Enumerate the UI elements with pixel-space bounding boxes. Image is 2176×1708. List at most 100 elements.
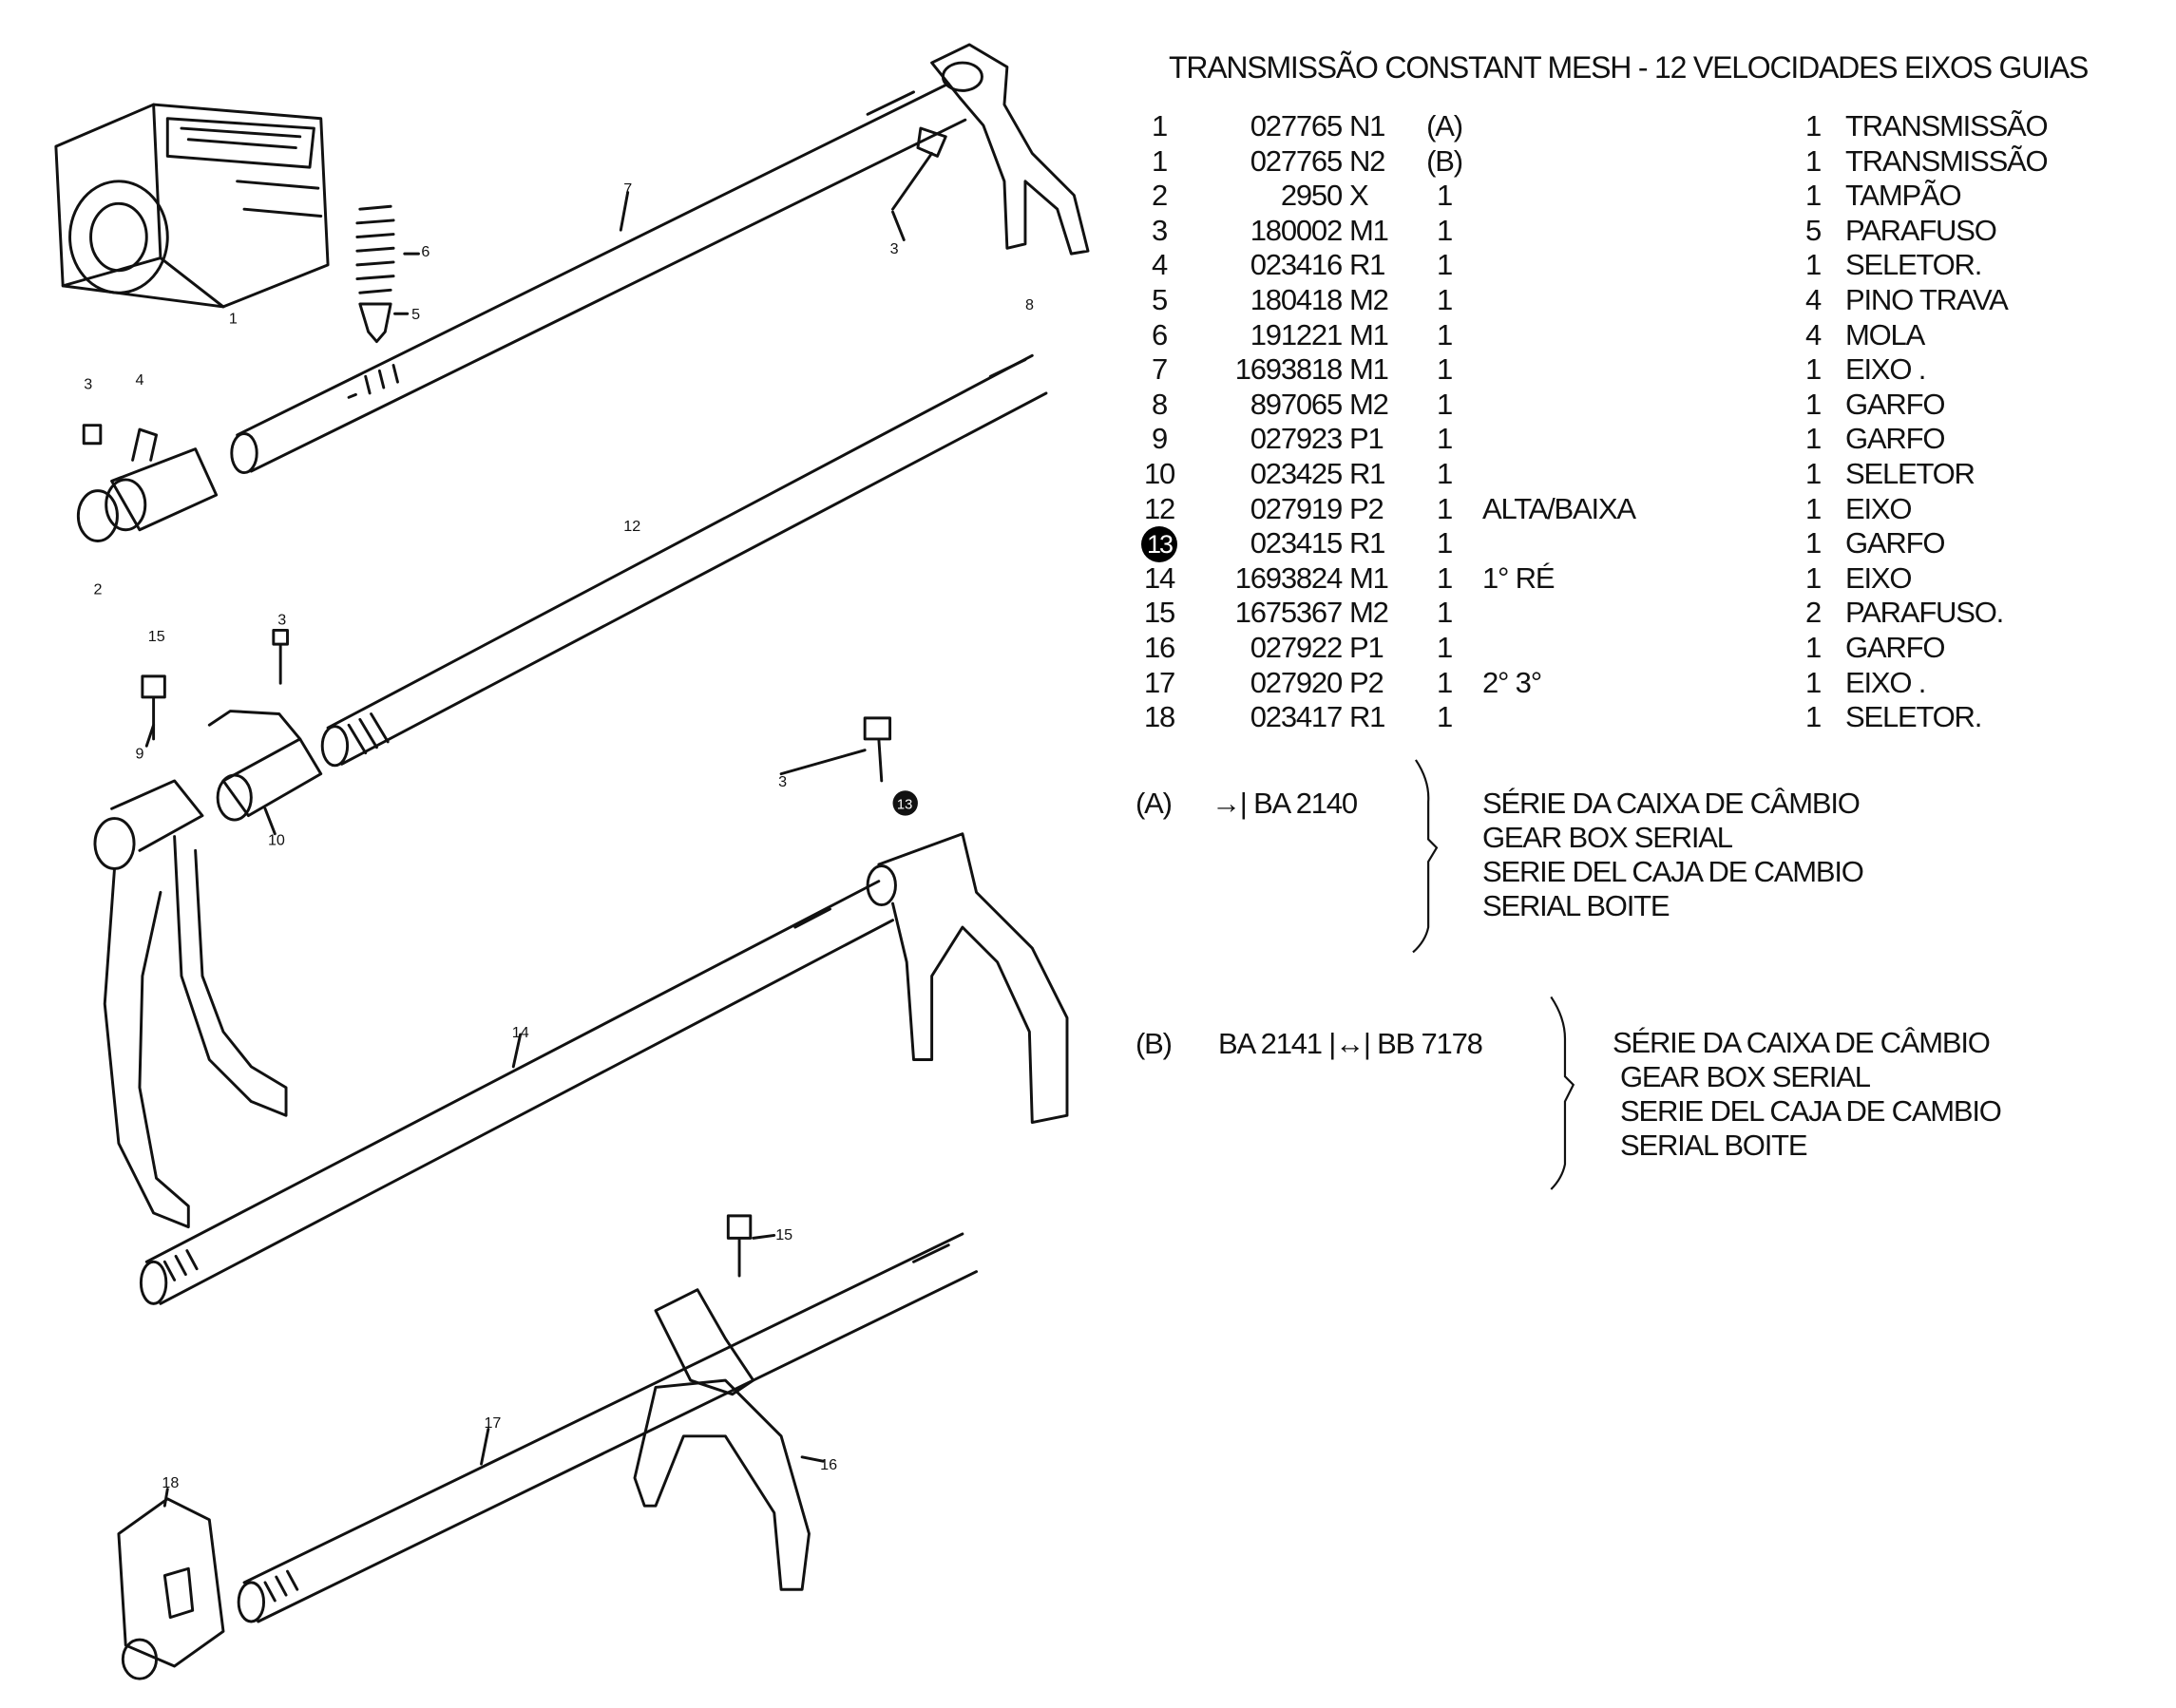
- callout-label: 8: [1025, 296, 1034, 313]
- parts-cell-desc: MOLA: [1845, 317, 1925, 351]
- footnote-line: SÉRIE DA CAIXA DE CÂMBIO: [1613, 1026, 1991, 1059]
- footnote-line: SERIE DEL CAJA DE CAMBIO: [1620, 1094, 2002, 1128]
- parts-cell-qty: 1: [1436, 317, 1453, 351]
- callout-label: 3: [890, 240, 899, 257]
- parts-cell-item: 13: [1140, 526, 1178, 563]
- spring-and-pin: [355, 204, 395, 344]
- selector-10: [207, 628, 323, 822]
- parts-cell-suffix: X: [1349, 179, 1369, 213]
- parts-cell-part: 023425: [1250, 457, 1343, 490]
- parts-cell-desc: TAMPÃO: [1845, 179, 1962, 213]
- parts-cell-item: 1: [1151, 143, 1168, 178]
- parts-cell-item: 9: [1151, 422, 1168, 456]
- footnote-line: SERIE DEL CAJA DE CAMBIO: [1482, 855, 1864, 888]
- parts-cell-part: 191221: [1250, 317, 1343, 351]
- parts-cell-item: 12: [1143, 491, 1175, 525]
- parts-cell-item: 6: [1151, 317, 1168, 351]
- footnote-line: SÉRIE DA CAIXA DE CÂMBIO: [1482, 787, 1861, 820]
- parts-cell-qty: 1: [1436, 283, 1453, 316]
- parts-cell-item: 1: [1151, 109, 1168, 142]
- parts-cell-part: 027923: [1250, 422, 1343, 456]
- parts-cell-item: 3: [1151, 213, 1168, 247]
- parts-cell-suffix: M1: [1349, 560, 1389, 595]
- parts-cell-qty2: 1: [1804, 700, 1822, 734]
- parts-cell-item: 2: [1151, 179, 1168, 213]
- parts-cell-item: 4: [1151, 248, 1168, 282]
- parts-cell-qty: 1: [1436, 560, 1453, 595]
- parts-cell-suffix: R1: [1349, 248, 1385, 282]
- parts-cell-item: 7: [1151, 352, 1168, 387]
- parts-cell-desc: EIXO .: [1845, 665, 1926, 699]
- parts-cell-part: 027765: [1250, 143, 1343, 178]
- parts-cell-item: 18: [1143, 700, 1175, 734]
- parts-cell-part: 027922: [1250, 631, 1343, 664]
- shaft-12: [320, 353, 1048, 768]
- callout-label: 14: [512, 1024, 529, 1041]
- parts-cell-suffix: M2: [1349, 387, 1389, 421]
- parts-cell-desc: GARFO: [1845, 631, 1945, 664]
- highlight-marker-13: [892, 790, 918, 816]
- parts-cell-desc: EIXO: [1845, 560, 1912, 595]
- callout-label: 10: [268, 831, 285, 848]
- parts-cell-suffix: R1: [1349, 700, 1385, 734]
- parts-cell-part: 023417: [1250, 700, 1343, 734]
- parts-cell-desc: PINO TRAVA: [1845, 283, 2009, 316]
- parts-cell-suffix: P1: [1349, 422, 1384, 456]
- parts-cell-suffix: N2: [1349, 143, 1385, 178]
- parts-cell-part: 2950: [1280, 179, 1343, 213]
- callout-label: 3: [778, 773, 787, 790]
- parts-cell-qty: 1: [1436, 422, 1453, 456]
- callout-label: 17: [484, 1414, 501, 1432]
- parts-cell-qty2: 1: [1804, 352, 1822, 387]
- leader-lines: [144, 191, 906, 1508]
- parts-cell-qty: 1: [1436, 213, 1453, 247]
- parts-cell-qty: 1: [1436, 631, 1453, 664]
- parts-cell-qty: (B): [1426, 143, 1463, 178]
- callout-label: 16: [820, 1456, 837, 1473]
- parts-cell-qty2: 1: [1804, 457, 1822, 490]
- parts-cell-part: 180418: [1250, 283, 1343, 316]
- parts-cell-item: 14: [1143, 560, 1175, 595]
- parts-cell-qty2: 1: [1804, 665, 1822, 699]
- parts-cell-part: 023416: [1250, 248, 1343, 282]
- parts-cell-part: 1693824: [1234, 560, 1343, 595]
- parts-cell-qty2: 5: [1804, 213, 1822, 247]
- parts-cell-suffix: R1: [1349, 526, 1385, 560]
- parts-cell-suffix: M1: [1349, 213, 1389, 247]
- page-title: TRANSMISSÃO CONSTANT MESH - 12 VELOCIDAD…: [1169, 50, 2089, 85]
- parts-cell-suffix: P1: [1349, 631, 1384, 664]
- callout-label-highlighted: 13: [897, 797, 912, 812]
- parts-cell-desc: EIXO .: [1845, 352, 1926, 387]
- parts-cell-item: 16: [1143, 631, 1175, 664]
- parts-cell-qty: 1: [1436, 179, 1453, 213]
- parts-cell-qty2: 1: [1804, 179, 1822, 213]
- footnote-label: (B): [1136, 1027, 1173, 1060]
- parts-cell-note: ALTA/BAIXA: [1482, 491, 1636, 525]
- callout-label: 3: [84, 376, 92, 393]
- parts-cell-part: 180002: [1250, 213, 1343, 247]
- parts-cell-qty: 1: [1436, 387, 1453, 421]
- parts-cell-item: 17: [1143, 665, 1175, 699]
- parts-cell-suffix: M2: [1349, 596, 1389, 630]
- parts-cell-note: 2° 3°: [1482, 665, 1542, 699]
- parts-cell-item: 15: [1143, 596, 1175, 630]
- parts-cell-qty2: 1: [1804, 143, 1822, 178]
- brace-a: [1412, 759, 1439, 954]
- callout-label: 9: [136, 745, 144, 762]
- parts-cell-qty2: 1: [1804, 422, 1822, 456]
- parts-cell-qty: 1: [1436, 352, 1453, 387]
- callout-label: 5: [411, 306, 420, 323]
